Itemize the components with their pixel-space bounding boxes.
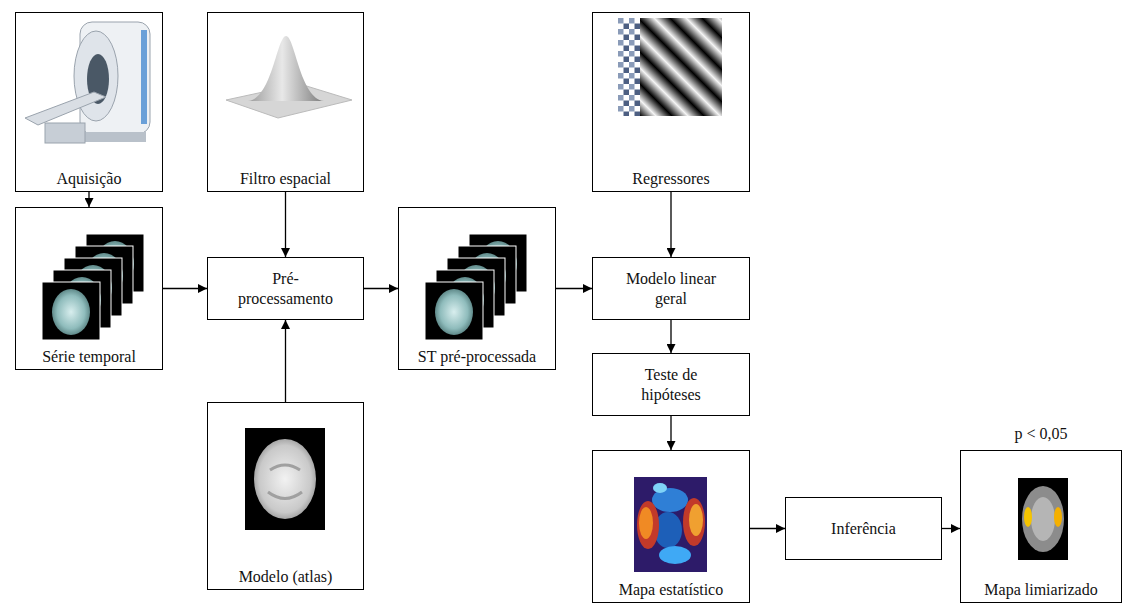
image-panel: ST pré-processada [398, 207, 556, 370]
flow-arrow [942, 528, 960, 529]
image-panel: Mapa estatístico [592, 450, 750, 603]
design-matrix-image [618, 18, 722, 116]
image-panel: Série temporal [15, 207, 163, 370]
preprocessed-frames [425, 234, 527, 340]
gaussian-kernel-icon [226, 36, 352, 118]
flow-arrow [556, 288, 592, 289]
box-label: Teste de hipóteses [626, 365, 716, 403]
flow-arrow [88, 192, 89, 207]
box-label: Regressores [632, 169, 709, 188]
process-box: Teste de hipóteses [592, 353, 750, 416]
process-box: Modelo linear geral [592, 257, 750, 320]
image-panel: Modelo (atlas) [207, 402, 364, 590]
flow-arrow [285, 192, 286, 257]
statistical-map-image [634, 477, 707, 572]
flow-arrow [670, 416, 671, 450]
atlas-image [245, 428, 325, 530]
box-label: ST pré-processada [418, 347, 536, 366]
box-label: Mapa limiarizado [984, 580, 1097, 599]
threshold-label: p < 0,05 [961, 424, 1121, 443]
box-label: Modelo (atlas) [239, 567, 333, 586]
box-label: Modelo linear geral [619, 269, 724, 307]
box-label: Série temporal [42, 347, 136, 366]
box-label: Mapa estatístico [619, 580, 723, 599]
box-label: Aquisição [57, 169, 122, 188]
flow-arrow [285, 320, 286, 402]
box-label: Filtro espacial [240, 169, 331, 188]
flow-arrow [163, 288, 207, 289]
box-label: Pré- processamento [231, 269, 341, 307]
box-label: Inferência [831, 519, 896, 538]
process-box: Inferência [785, 497, 942, 560]
image-panel: Filtro espacial [207, 12, 364, 192]
process-box: Pré- processamento [207, 257, 364, 320]
flow-arrow [670, 192, 671, 257]
flow-arrow [750, 528, 785, 529]
flow-arrow [670, 320, 671, 353]
mri-scanner-icon [25, 22, 150, 143]
image-panel: Aquisição [15, 12, 163, 192]
thresholded-map-image [1018, 478, 1068, 560]
image-panel: Regressores [592, 12, 750, 192]
time-series-frames [42, 234, 144, 340]
image-panel: p < 0,05Mapa limiarizado [960, 450, 1122, 603]
flow-arrow [364, 288, 398, 289]
